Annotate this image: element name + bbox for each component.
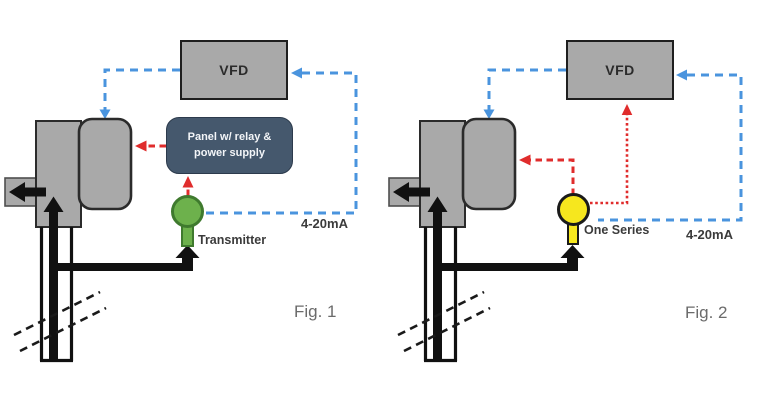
pump-assembly — [388, 117, 517, 228]
arrow-left-icon — [135, 140, 147, 152]
figure-caption: Fig. 2 — [685, 303, 728, 322]
arrow-up-icon — [621, 104, 633, 115]
figure-2: VFD One Series 4-20mA Fig. 2 — [384, 0, 768, 402]
transmitter-label: Transmitter — [198, 233, 267, 247]
sensing-line-arrow-icon — [53, 245, 200, 271]
arrow-left-icon — [519, 154, 531, 166]
signal-label: 4-20mA — [301, 216, 348, 231]
figure-1: VFD Panel w/ relay & power supply Transm… — [4, 40, 358, 363]
speed-signal-lines — [99, 67, 358, 215]
figure-caption: Fig. 1 — [294, 302, 337, 321]
sensor-to-vfd-line — [598, 73, 743, 222]
vfd-box: VFD — [566, 40, 674, 100]
figure-2-drawing — [388, 68, 743, 363]
figure-1-drawing — [4, 67, 358, 363]
transmitter-to-vfd-line — [206, 71, 358, 215]
sensing-line-arrow-icon — [437, 245, 585, 271]
relay-control-lines — [519, 104, 633, 205]
sensor-to-motor-line — [530, 158, 575, 195]
arrow-down-icon — [483, 109, 495, 119]
vfd-box: VFD — [180, 40, 288, 100]
one-series-label: One Series — [584, 223, 650, 237]
well-pipe — [397, 196, 585, 363]
panel-label-line2: power supply — [194, 146, 265, 159]
arrow-left-icon — [676, 69, 687, 81]
speed-signal-lines — [483, 68, 743, 222]
vfd-to-motor-line — [103, 68, 180, 111]
discharge-flow-arrow-icon — [9, 182, 46, 202]
relay-control-lines — [135, 140, 194, 196]
motor — [77, 117, 133, 211]
vfd-label: VFD — [605, 62, 635, 78]
suction-flow-arrow-icon — [427, 196, 448, 359]
pipe-break-mark — [13, 290, 101, 337]
suction-flow-arrow-icon — [43, 196, 64, 359]
arrow-left-icon — [291, 67, 302, 79]
transmitter-stem — [181, 226, 194, 247]
transmitter-sensor — [171, 195, 204, 228]
panel-label-line1: Panel w/ relay & — [187, 130, 272, 143]
arrow-up-icon — [182, 176, 194, 188]
pipe-break-mark — [397, 290, 485, 337]
discharge-flow-arrow-icon — [393, 182, 430, 202]
arrow-down-icon — [99, 109, 111, 119]
one-series-sensor — [556, 193, 590, 226]
well-pipe — [13, 196, 200, 363]
sensor-to-vfd-relay-line — [590, 114, 629, 205]
panel-box: Panel w/ relay & power supply — [166, 117, 293, 174]
one-series-stem — [567, 224, 579, 245]
vfd-to-motor-line — [487, 68, 566, 111]
vfd-label: VFD — [219, 62, 249, 78]
pipe-break-mark — [403, 306, 491, 353]
motor — [461, 117, 517, 211]
pump-assembly — [4, 117, 133, 228]
pipe-break-mark — [19, 306, 107, 353]
signal-label: 4-20mA — [686, 227, 733, 242]
